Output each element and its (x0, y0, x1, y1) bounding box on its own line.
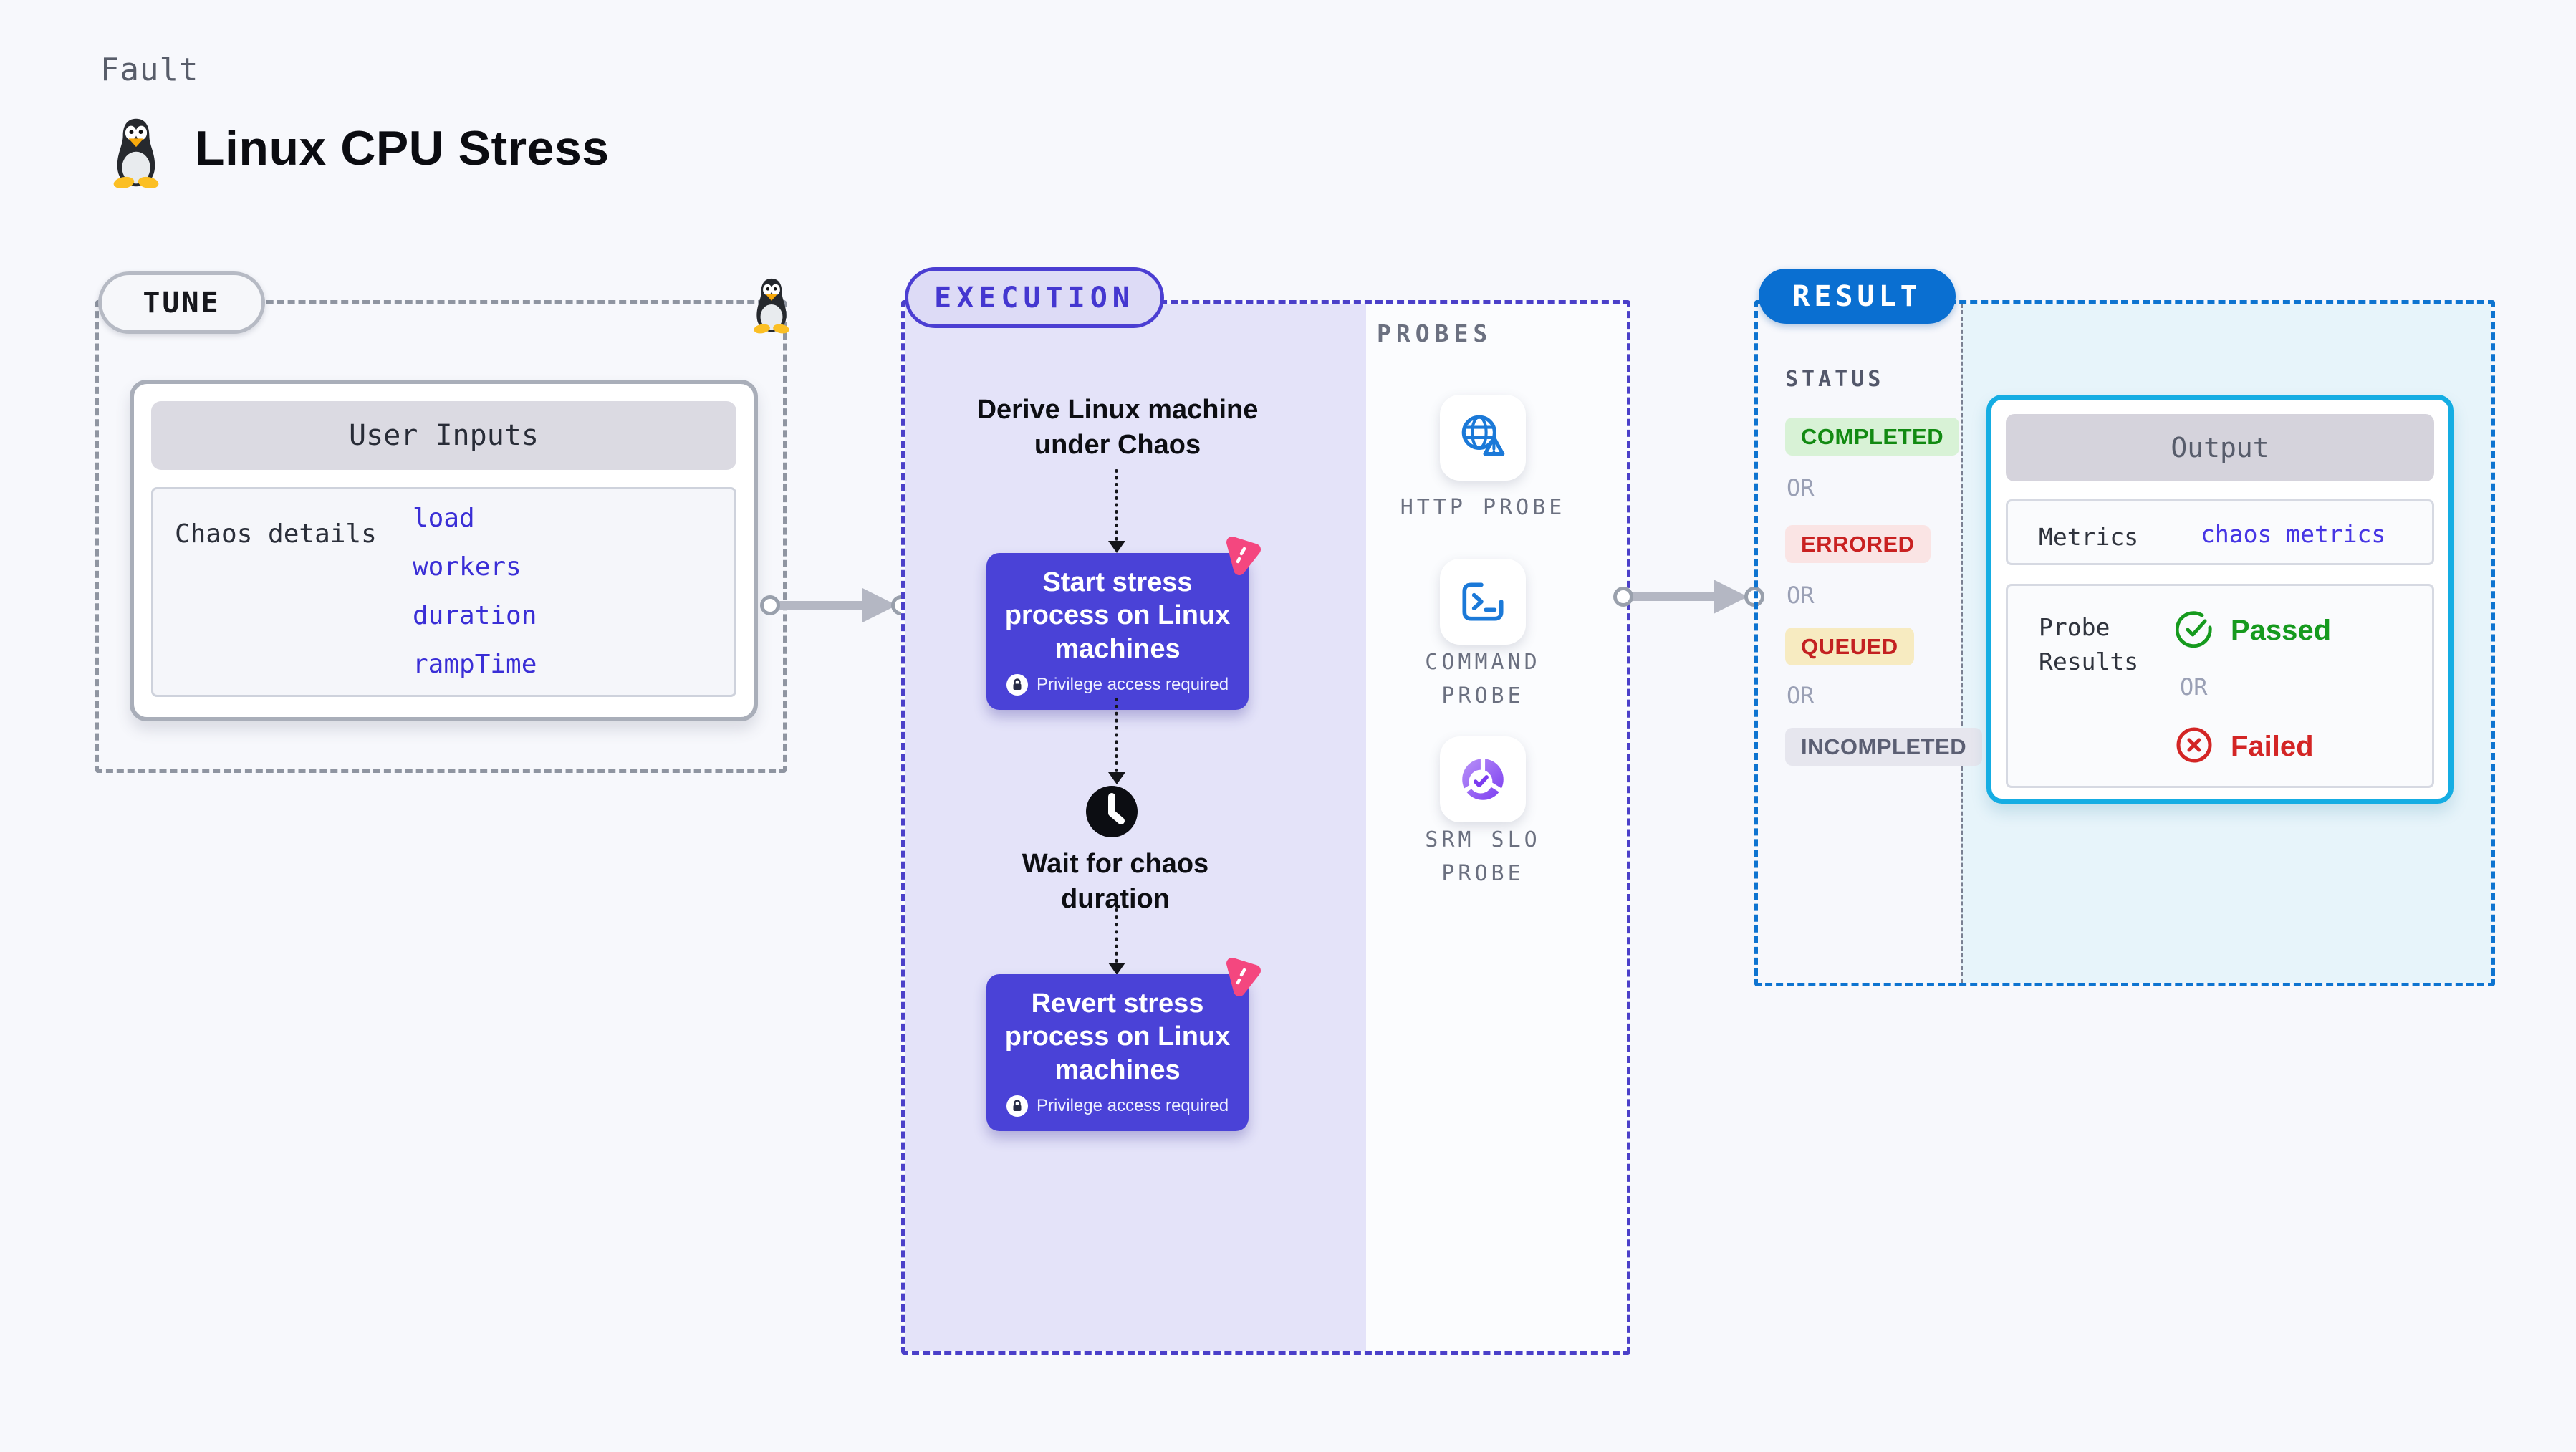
status-badge-incompleted: INCOMPLETED (1785, 728, 1983, 766)
flow-arrowhead (1108, 541, 1125, 553)
user-inputs-card: User Inputs Chaos details load workers d… (130, 380, 758, 721)
or-label: OR (1787, 582, 1815, 609)
check-circle-icon (2176, 611, 2212, 648)
failed-label: Failed (2231, 731, 2314, 762)
param-link-duration[interactable]: duration (413, 601, 537, 630)
privilege-row: Privilege access required (1006, 674, 1229, 696)
user-inputs-title: User Inputs (151, 401, 736, 470)
chaos-details-row: Chaos details load workers duration ramp… (151, 487, 736, 697)
x-circle-icon (2176, 727, 2212, 763)
start-stress-step: Start stress process on Linux machines P… (986, 553, 1249, 711)
globe-alert-icon (1461, 415, 1505, 456)
result-divider (1961, 304, 1963, 983)
execution-to-result-arrowhead (1714, 580, 1748, 614)
execution-badge: EXECUTION (905, 267, 1164, 328)
tune-section-box (95, 300, 787, 773)
slo-donut-icon (1461, 755, 1504, 800)
result-badge: RESULT (1759, 269, 1956, 324)
linux-penguin-icon (113, 118, 159, 188)
execution-flow-panel (905, 304, 1366, 1351)
status-title: STATUS (1785, 367, 1885, 392)
probes-title: PROBES (1377, 319, 1493, 347)
flow-arrow (1115, 698, 1118, 772)
srm-slo-probe-label: SRM SLO PROBE (1425, 827, 1541, 886)
derive-step-label: Derive Linux machine under Chaos (976, 395, 1259, 460)
output-title: Output (2006, 414, 2434, 481)
lock-icon (1006, 674, 1028, 696)
or-label: OR (2180, 673, 2208, 701)
probe-results-row: Probe Results Passed OR Failed (2006, 584, 2434, 788)
param-link-load[interactable]: load (413, 504, 475, 533)
linux-penguin-icon (754, 278, 789, 334)
output-card: Output Metrics chaos metrics Probe Resul… (1986, 395, 2454, 804)
chaos-pink-icon (1226, 537, 1261, 575)
http-probe-card (1440, 395, 1526, 481)
srm-slo-probe-card (1440, 736, 1526, 822)
privilege-label: Privilege access required (1036, 1096, 1229, 1116)
execution-to-result-arrow (1630, 592, 1716, 601)
status-badge-queued: QUEUED (1785, 628, 1914, 665)
lock-icon (1006, 1095, 1028, 1117)
chaos-details-label: Chaos details (175, 519, 377, 549)
passed-label: Passed (2231, 615, 2332, 646)
wait-step-label: Wait for chaos duration (1022, 849, 1209, 914)
connector-dot (1613, 587, 1633, 607)
clock-icon (1086, 786, 1138, 837)
or-label: OR (1787, 474, 1815, 501)
terminal-icon (1462, 582, 1504, 621)
chaos-pink-icon (1226, 958, 1261, 996)
tune-to-execution-arrow (777, 601, 865, 610)
metrics-row: Metrics chaos metrics (2006, 499, 2434, 565)
flow-arrowhead (1108, 772, 1125, 784)
param-link-rampTime[interactable]: rampTime (413, 650, 537, 679)
status-badge-errored: ERRORED (1785, 525, 1931, 563)
status-badge-completed: COMPLETED (1785, 418, 1960, 456)
tune-badge: TUNE (98, 271, 265, 334)
fault-kicker: Fault (100, 52, 199, 88)
or-label: OR (1787, 682, 1815, 709)
chaos-metrics-link[interactable]: chaos metrics (2201, 520, 2386, 548)
param-link-workers[interactable]: workers (413, 552, 522, 582)
privilege-row: Privilege access required (1006, 1095, 1229, 1117)
revert-stress-label: Revert stress process on Linux machines (1004, 989, 1231, 1085)
metrics-label: Metrics (2039, 523, 2139, 551)
flow-arrow (1115, 908, 1118, 963)
flow-arrow (1115, 469, 1118, 541)
probe-results-label: Probe Results (2039, 613, 2139, 675)
command-probe-card (1440, 559, 1526, 645)
revert-stress-step: Revert stress process on Linux machines … (986, 974, 1249, 1132)
privilege-label: Privilege access required (1036, 675, 1229, 695)
page-title: Linux CPU Stress (195, 121, 610, 176)
start-stress-label: Start stress process on Linux machines (1004, 567, 1231, 664)
connector-dot (760, 595, 780, 615)
http-probe-label: HTTP PROBE (1400, 495, 1566, 520)
flow-arrowhead (1108, 963, 1125, 975)
command-probe-label: COMMAND PROBE (1425, 650, 1541, 708)
